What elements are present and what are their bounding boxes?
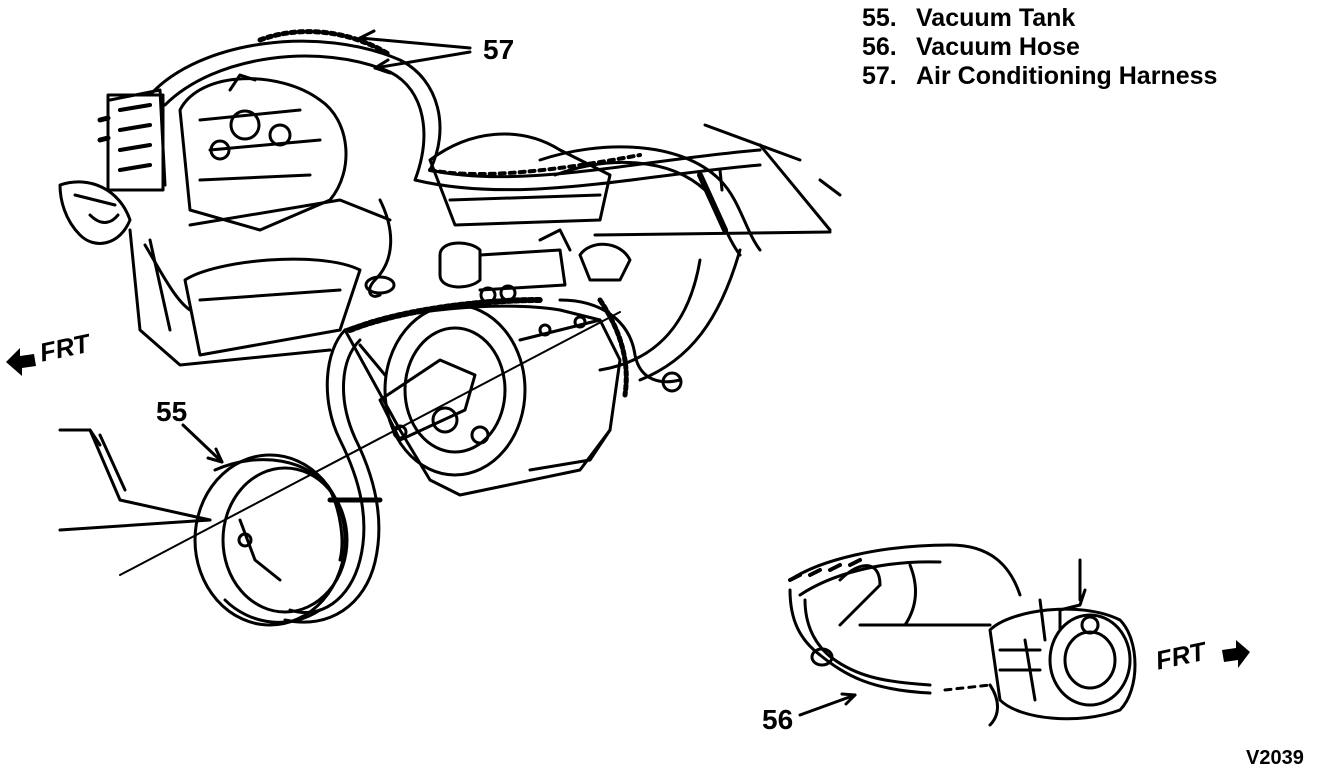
legend-label: Air Conditioning Harness	[916, 62, 1218, 90]
legend-number: 55.	[862, 4, 897, 32]
legend-number: 57.	[862, 62, 897, 90]
callout-56: 56	[762, 704, 794, 735]
vacuum-hose-upper	[283, 328, 387, 624]
fender-lines	[593, 123, 842, 382]
body-panel-lower-left	[58, 428, 212, 532]
tank-callout-arrow	[181, 423, 224, 464]
carburetor-assembly	[58, 73, 348, 245]
figure-code: V2039	[1246, 747, 1304, 769]
vacuum-tank	[193, 453, 349, 627]
frt-arrow-right-shape	[1222, 640, 1250, 668]
callout-55: 55	[156, 396, 188, 427]
callout-57: 57	[483, 34, 515, 65]
ac-harness	[148, 29, 762, 257]
legend-item-vacuum-hose: 56. Vacuum Hose	[862, 35, 1080, 60]
inset-engine	[788, 543, 1022, 627]
engine-block	[128, 198, 396, 367]
brake-reservoir	[428, 132, 632, 304]
hose-callout-arrow	[798, 692, 857, 717]
legend-item-vacuum-tank: 55. Vacuum Tank	[862, 6, 1075, 31]
legend-item-ac-harness: 57. Air Conditioning Harness	[862, 64, 1217, 89]
legend-label: Vacuum Tank	[916, 4, 1076, 32]
frt-arrow-left-shape	[6, 348, 36, 376]
legend-number: 56.	[862, 33, 897, 61]
harness-callout-arrows	[358, 29, 472, 75]
inset-brake-booster	[988, 558, 1137, 721]
inset-vacuum-hose	[788, 588, 999, 727]
ac-compressor	[343, 297, 683, 497]
legend-label: Vacuum Hose	[916, 33, 1080, 61]
